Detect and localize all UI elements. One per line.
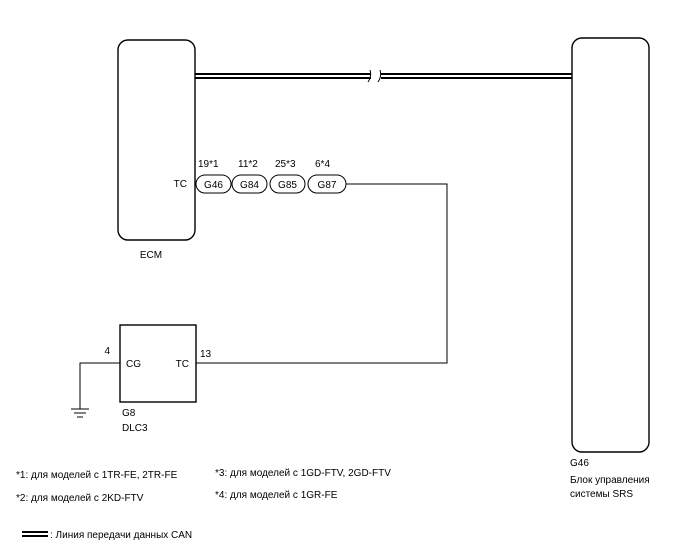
dlc3-pin-tc: TC (176, 359, 189, 370)
ground-wire (79, 362, 120, 409)
ecm-box (117, 39, 196, 241)
connector-pin: 6*4 (315, 159, 330, 170)
connector-pin: 11*2 (238, 159, 258, 170)
dlc3-box (119, 324, 197, 403)
srs-name-line2: системы SRS (570, 489, 633, 500)
connector-pill (195, 174, 232, 194)
srs-name-line1: Блок управления (570, 475, 650, 486)
dlc3-pin-cg: CG (126, 359, 141, 370)
connector-g84: 11*2 G84 (231, 159, 268, 194)
ecm-label: ECM (140, 250, 162, 261)
dlc3-pin-tc-number: 13 (200, 349, 212, 360)
ground-icon (71, 408, 89, 418)
connector-id: G46 (204, 180, 223, 191)
connector-id: G87 (318, 180, 337, 191)
ecm-pin-tc: TC (174, 179, 187, 190)
footnote-2: *2: для моделей с 2KD-FTV (16, 493, 144, 504)
footnote-4: *4: для моделей с 1GR-FE (215, 490, 338, 501)
connector-pin: 25*3 (275, 159, 296, 170)
connector-id: G84 (240, 180, 259, 191)
footnote-3: *3: для моделей с 1GD-FTV, 2GD-FTV (215, 468, 391, 479)
srs-code: G46 (570, 458, 589, 469)
srs-unit-box (571, 37, 650, 453)
connector-g85: 25*3 G85 (269, 159, 306, 194)
can-bus-line (195, 69, 572, 83)
connector-pill (231, 174, 268, 194)
connector-pill (269, 174, 306, 194)
dlc3-pin-cg-number: 4 (104, 346, 110, 357)
connector-g87: 6*4 G87 (307, 159, 347, 194)
tc-wire (196, 183, 448, 364)
dlc3-name: DLC3 (122, 423, 148, 434)
footnote-1: *1: для моделей с 1TR-FE, 2TR-FE (16, 470, 178, 481)
dlc3-code: G8 (122, 408, 136, 419)
can-legend-label: : Линия передачи данных CAN (50, 530, 192, 541)
connector-pin: 19*1 (198, 159, 219, 170)
connector-id: G85 (278, 180, 297, 191)
connector-g46: 19*1 G46 (195, 159, 232, 194)
line-break-symbol (367, 69, 382, 83)
